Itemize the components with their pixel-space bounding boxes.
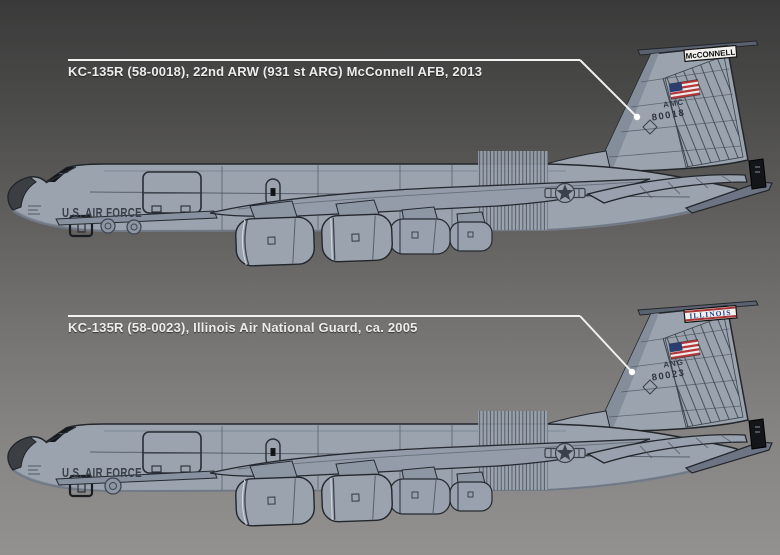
callout-text: KC-135R (58-0023), Illinois Air National… [68,320,418,335]
fuselage-title: U.S. AIR FORCE [62,466,142,480]
fin-unit-label: AMC [662,97,684,109]
us-flag-icon [668,79,701,100]
tail-number: 80023 [651,367,686,383]
unit-emblem-icon [100,218,116,234]
leader-dot [628,368,636,376]
callout-text: KC-135R (58-0018), 22nd ARW (931 st ARG)… [68,64,483,79]
leader-dot [633,113,641,121]
unit-emblem-icon [126,219,142,235]
tail-banner: McCONNELL [683,44,738,63]
tail-banner-label: ILLINOIS [689,308,732,321]
unit-emblem-icon [104,477,122,495]
aircraft-illustration-top: McCONNELL AMC 80018 U.S. AIR FORCE [0,10,780,270]
fin-unit-label: ANG [663,357,685,369]
callout-label-top: KC-135R (58-0018), 22nd ARW (931 st ARG)… [68,59,580,79]
tail-banner: ILLINOIS [683,304,738,324]
aircraft-illustration-bottom: ILLINOIS ANG 80023 U.S. AIR FORCE [0,270,780,530]
tail-number: 80018 [651,107,686,123]
leader-line-bottom [579,315,636,376]
us-flag-icon [668,339,701,360]
fuselage-title: U.S. AIR FORCE [62,206,142,220]
tail-banner-label: McCONNELL [685,48,735,61]
callout-label-bottom: KC-135R (58-0023), Illinois Air National… [68,315,580,335]
leader-line-top [579,59,641,121]
